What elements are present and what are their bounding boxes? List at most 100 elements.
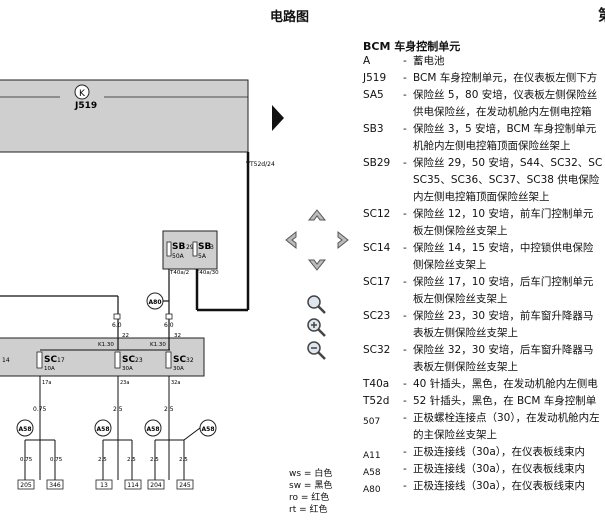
legend-item: ws = 白色 bbox=[289, 469, 333, 479]
zoom-out-icon[interactable] bbox=[305, 339, 327, 361]
entry-dash: - bbox=[403, 55, 407, 67]
term-t40a-2: T40a/2 bbox=[169, 270, 189, 276]
fuse-sc17-num: 17 bbox=[57, 357, 65, 364]
control-unit-box bbox=[0, 79, 249, 153]
fuse-sc32-name: SC bbox=[173, 355, 186, 365]
component-code: A58 bbox=[363, 468, 381, 478]
component-entry: SC17-保险丝 17，10 安培，后车门控制单元板左侧保险丝支架上 bbox=[363, 274, 605, 308]
component-list-title: BCM 车身控制单元 bbox=[363, 40, 461, 53]
component-description: 板左侧保险丝支架上 bbox=[413, 293, 508, 305]
pan-right-icon[interactable] bbox=[330, 230, 350, 250]
page-title: 电路图 bbox=[270, 10, 310, 25]
component-code: SC17 bbox=[363, 276, 391, 288]
gauge-label-60a: 6.0 bbox=[112, 322, 122, 329]
component-code: J519 bbox=[363, 72, 387, 84]
low-gauge-2: 0.75 bbox=[50, 457, 63, 463]
component-entry: SA5-保险丝 5，80 安培，仪表板左侧保险丝供电保险丝，在发动机舱内左侧电控… bbox=[363, 87, 605, 121]
legend-item: rt = 红色 bbox=[289, 505, 328, 515]
component-description: 内左侧电控箱顶面保险丝架上 bbox=[413, 191, 550, 203]
component-description: 保险丝 5，80 安培，仪表板左侧保险丝 bbox=[413, 89, 598, 101]
entry-dash: - bbox=[403, 242, 407, 254]
component-code: A80 bbox=[363, 485, 381, 495]
bottom-ref-1: 346 bbox=[49, 482, 61, 489]
component-code: SB29 bbox=[363, 157, 391, 169]
wire-colour-legend: ws = 白色 sw = 黑色 ro = 红色 rt = 红色 bbox=[289, 468, 332, 516]
entry-dash: - bbox=[403, 446, 407, 458]
bottom-ref-3: 114 bbox=[127, 482, 139, 489]
component-code: SC32 bbox=[363, 344, 391, 356]
component-description: 正极螺栓连接点（30），在发动机舱内左 bbox=[413, 412, 600, 424]
component-code: A11 bbox=[363, 451, 381, 461]
fuse-pin-22: 22 bbox=[122, 333, 129, 339]
component-entry: A58 -正极连接线（30a），在仪表板线束内 bbox=[363, 461, 605, 478]
connector-a80-label: A80 bbox=[149, 299, 162, 306]
pan-controls bbox=[284, 208, 350, 274]
fuse-sc14-num: 14 bbox=[2, 357, 10, 364]
component-code: SC23 bbox=[363, 310, 391, 322]
entry-dash: - bbox=[403, 157, 407, 169]
term-t40a-30: T40a/30 bbox=[195, 270, 219, 276]
component-description: 表板左侧保险丝支架上 bbox=[413, 361, 518, 373]
component-description: 板左侧保险丝支架上 bbox=[413, 225, 508, 237]
component-entry: SC23-保险丝 23，30 安培，前车窗升降器马表板左侧保险丝支架上 bbox=[363, 308, 605, 342]
zoom-fit-icon[interactable] bbox=[305, 293, 327, 315]
fuse-sb-amp2: 5A bbox=[198, 253, 207, 260]
pan-left-icon[interactable] bbox=[284, 230, 304, 250]
component-description: 侧保险丝支架上 bbox=[413, 259, 487, 271]
component-entry: SB3 -保险丝 3，5 安培，BCM 车身控制单元机舱内左侧电控箱顶面保险丝架上 bbox=[363, 121, 605, 155]
pan-down-icon[interactable] bbox=[307, 252, 327, 272]
component-description: 蓄电池 bbox=[413, 55, 445, 67]
component-entry: SC14-保险丝 14，15 安培，中控锁供电保险侧保险丝支架上 bbox=[363, 240, 605, 274]
fuse-sc23-name: SC bbox=[122, 355, 135, 365]
component-description: 正极连接线（30a），在仪表板线束内 bbox=[413, 480, 586, 492]
fuse-sc32-amp: 30A bbox=[173, 366, 184, 372]
component-code: SC12 bbox=[363, 208, 391, 220]
connector-a58-1 bbox=[16, 419, 34, 437]
entry-dash: - bbox=[403, 123, 407, 135]
entry-dash: - bbox=[403, 463, 407, 475]
fuse-sc17-pin: 17a bbox=[42, 380, 51, 386]
fuse-pin-32: 32 bbox=[174, 333, 181, 339]
connector-a58-1-label: A58 bbox=[19, 426, 32, 433]
component-code: A bbox=[363, 55, 371, 67]
k130-label-1: K1.30 bbox=[98, 342, 114, 348]
zoom-in-icon[interactable] bbox=[305, 316, 327, 338]
component-entry: SC12-保险丝 12，10 安培，前车门控制单元板左侧保险丝支架上 bbox=[363, 206, 605, 240]
fuse-sc17-amp: 10A bbox=[44, 366, 55, 372]
gauge-label-60b: 6.0 bbox=[164, 322, 174, 329]
component-entry: A -蓄电池 bbox=[363, 53, 605, 70]
gauge-label-25: 2.5 bbox=[113, 406, 123, 413]
unit-label: J519 bbox=[74, 101, 97, 111]
unit-circle bbox=[74, 84, 90, 100]
component-description: 机舱内左侧电控箱顶面保险丝架上 bbox=[413, 140, 571, 152]
component-description: 的主保险丝支架上 bbox=[413, 429, 497, 441]
component-entry: T40a-40 针插头，黑色，在发动机舱内左侧电 bbox=[363, 376, 605, 393]
fuse-sb-name-2: SB bbox=[198, 242, 211, 252]
low-gauge-4: 2.5 bbox=[127, 457, 136, 463]
fuse-sb-amp1: 50A bbox=[172, 253, 185, 260]
bottom-ref-2: 13 bbox=[100, 482, 108, 489]
circuit-diagram: K J519 T52d/24 SB 29 3 SB 50A 5A T40a/2 … bbox=[0, 79, 275, 490]
component-description: 保险丝 3，5 安培，BCM 车身控制单元 bbox=[413, 123, 597, 135]
pan-up-icon[interactable] bbox=[307, 208, 327, 228]
low-gauge-6: 2.5 bbox=[179, 457, 188, 463]
component-description: 供电保险丝，在发动机舱内左侧电控箱 bbox=[413, 106, 592, 118]
entry-dash: - bbox=[403, 208, 407, 220]
fuse-sc17-name: SC bbox=[44, 355, 57, 365]
component-code: SC14 bbox=[363, 242, 391, 254]
page-flip-arrow[interactable] bbox=[272, 105, 284, 131]
low-gauge-3: 2.5 bbox=[98, 457, 107, 463]
fuse-sc32-pin: 32a bbox=[171, 380, 180, 386]
entry-dash: - bbox=[403, 395, 407, 407]
component-code: T40a bbox=[363, 378, 390, 390]
entry-dash: - bbox=[403, 412, 407, 424]
component-description: 正极连接线（30a），在仪表板线束内 bbox=[413, 463, 586, 475]
component-code: SB3 bbox=[363, 123, 384, 135]
entry-dash: - bbox=[403, 480, 407, 492]
connector-a58-3-label: A58 bbox=[147, 426, 160, 433]
entry-dash: - bbox=[403, 378, 407, 390]
entry-dash: - bbox=[403, 72, 407, 84]
component-description: BCM 车身控制单元，在仪表板左侧下方 bbox=[413, 72, 598, 84]
connector-a58-2 bbox=[94, 419, 112, 437]
fuse-sb-sub1: 29 bbox=[186, 244, 194, 251]
